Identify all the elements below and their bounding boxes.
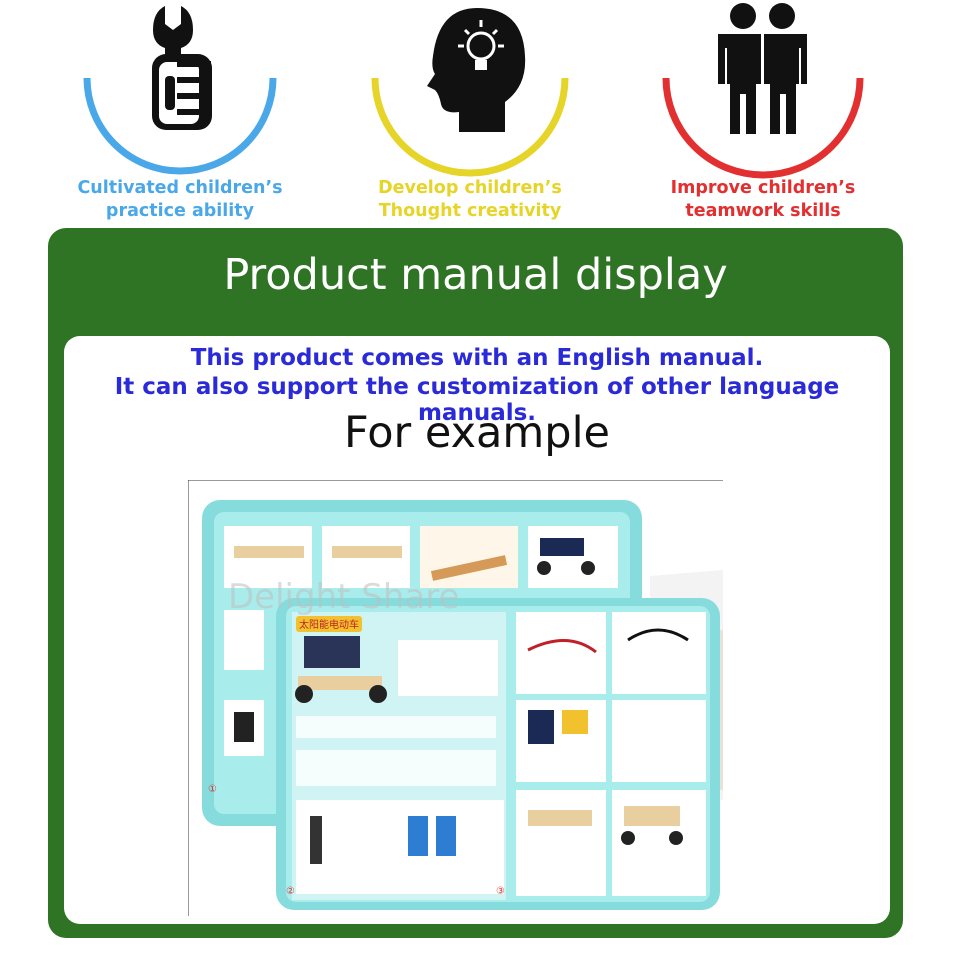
caption-line-2: teamwork skills (685, 201, 841, 221)
caption-line-1: Develop children’s (378, 178, 562, 198)
manual-page-number-1: ① (208, 784, 217, 795)
wrench-fist-icon (152, 6, 212, 130)
manual-title: 太阳能电动车 (299, 618, 359, 631)
caption-line-1: Cultivated children’s (77, 178, 283, 198)
two-people-icon (718, 3, 807, 134)
head-lightbulb-icon (427, 8, 526, 132)
manual-card: This product comes with an English manua… (64, 336, 890, 924)
feature-practice: Cultivated children’s practice ability (65, 0, 295, 230)
caption-line-2: practice ability (105, 201, 255, 221)
yellow-arc (371, 77, 569, 177)
caption-line-2: Thought creativity (378, 201, 562, 221)
manual-page-number-3: ③ (496, 886, 505, 897)
feature-teamwork-graphic (662, 3, 864, 179)
feature-thought-graphic (371, 8, 569, 177)
english-manual-note: This product comes with an English manua… (190, 345, 764, 371)
red-arc (662, 77, 864, 179)
feature-practice-graphic (83, 6, 277, 175)
manual-page-number-2: ② (286, 886, 295, 897)
manual-photo: 太阳能电动车 (188, 480, 723, 916)
feature-thought: Develop children’s Thought creativity (355, 0, 585, 230)
example-label: For example (344, 408, 610, 458)
caption-line-1: Improve children’s (670, 178, 856, 198)
manual-watermark: Delight Share (228, 577, 459, 617)
blue-arc (83, 77, 277, 175)
feature-teamwork: Improve children’s teamwork skills (648, 0, 878, 230)
feature-teamwork-caption: Improve children’s teamwork skills (648, 177, 878, 223)
manual-front-page: 太阳能电动车 (276, 598, 720, 910)
feature-row: Cultivated children’s practice ability D… (0, 0, 960, 230)
custom-language-note: It can also support the customization of… (114, 374, 840, 426)
feature-practice-caption: Cultivated children’s practice ability (65, 177, 295, 223)
panel-title: Product manual display (223, 250, 728, 300)
manual-panel: Product manual display This product come… (48, 228, 903, 938)
feature-thought-caption: Develop children’s Thought creativity (355, 177, 585, 223)
